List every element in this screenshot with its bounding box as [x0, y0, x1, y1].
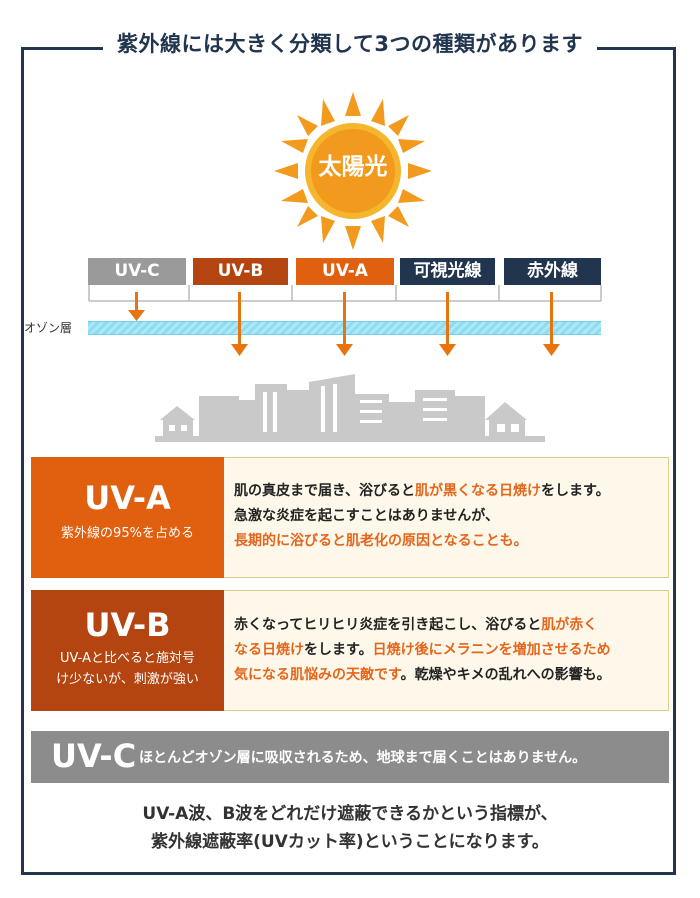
sun-icon — [274, 92, 432, 250]
uvb-block: UV-B UV-Aと比べると施対号 け少ないが、刺激が強い 赤くなってヒリヒリ炎… — [31, 590, 669, 711]
uva-description: 肌の真皮まで届き、浴びると肌が黒くなる日焼けをします。 急激な炎症を起こすことは… — [224, 457, 669, 578]
page-title: 紫外線には大きく分類して3つの種類があります — [103, 28, 597, 58]
uvc-text: ほとんどオゾン層に吸収されるため、地球まで届くことはありません。 — [139, 750, 587, 766]
sun-label: 太陽光 — [318, 153, 388, 180]
ray-arrows — [128, 292, 560, 356]
band-uvb: UV-B — [193, 258, 288, 285]
uva-block: UV-A 紫外線の95%を占める 肌の真皮まで届き、浴びると肌が黒くなる日焼けを… — [31, 457, 669, 578]
footer-line-2: 紫外線遮蔽率(UVカット率)ということになります。 — [151, 832, 549, 852]
uva-header: UV-A 紫外線の95%を占める — [31, 457, 224, 578]
footer-line-1: UV-A波、B波をどれだけ遮蔽できるかという指標が、 — [142, 804, 558, 824]
city-illustration — [155, 374, 545, 442]
band-infrared: 赤外線 — [504, 258, 601, 285]
band-uvc: UV-C — [88, 258, 186, 285]
band-uva: UV-A — [296, 258, 394, 285]
ozone-label: オゾン層 — [24, 321, 73, 335]
uvc-block: UV-C ほとんどオゾン層に吸収されるため、地球まで届くことはありません。 — [31, 731, 669, 783]
uvb-sub-1: UV-Aと比べると施対号 — [60, 651, 195, 666]
uvc-name: UV-C — [51, 737, 137, 775]
uva-name: UV-A — [84, 479, 171, 517]
footer-note: UV-A波、B波をどれだけ遮蔽できるかという指標が、 紫外線遮蔽率(UVカット率… — [0, 800, 700, 856]
uva-sub: 紫外線の95%を占める — [61, 526, 194, 541]
title-wrap: 紫外線には大きく分類して3つの種類があります — [0, 28, 700, 58]
uvb-header: UV-B UV-Aと比べると施対号 け少ないが、刺激が強い — [31, 590, 224, 711]
uvb-sub-2: け少ないが、刺激が強い — [56, 672, 199, 687]
uvb-description: 赤くなってヒリヒリ炎症を引き起こし、浴びると肌が赤く なる日焼けをします。日焼け… — [224, 590, 669, 711]
band-visible: 可視光線 — [400, 258, 495, 285]
uvb-name: UV-B — [84, 606, 171, 644]
